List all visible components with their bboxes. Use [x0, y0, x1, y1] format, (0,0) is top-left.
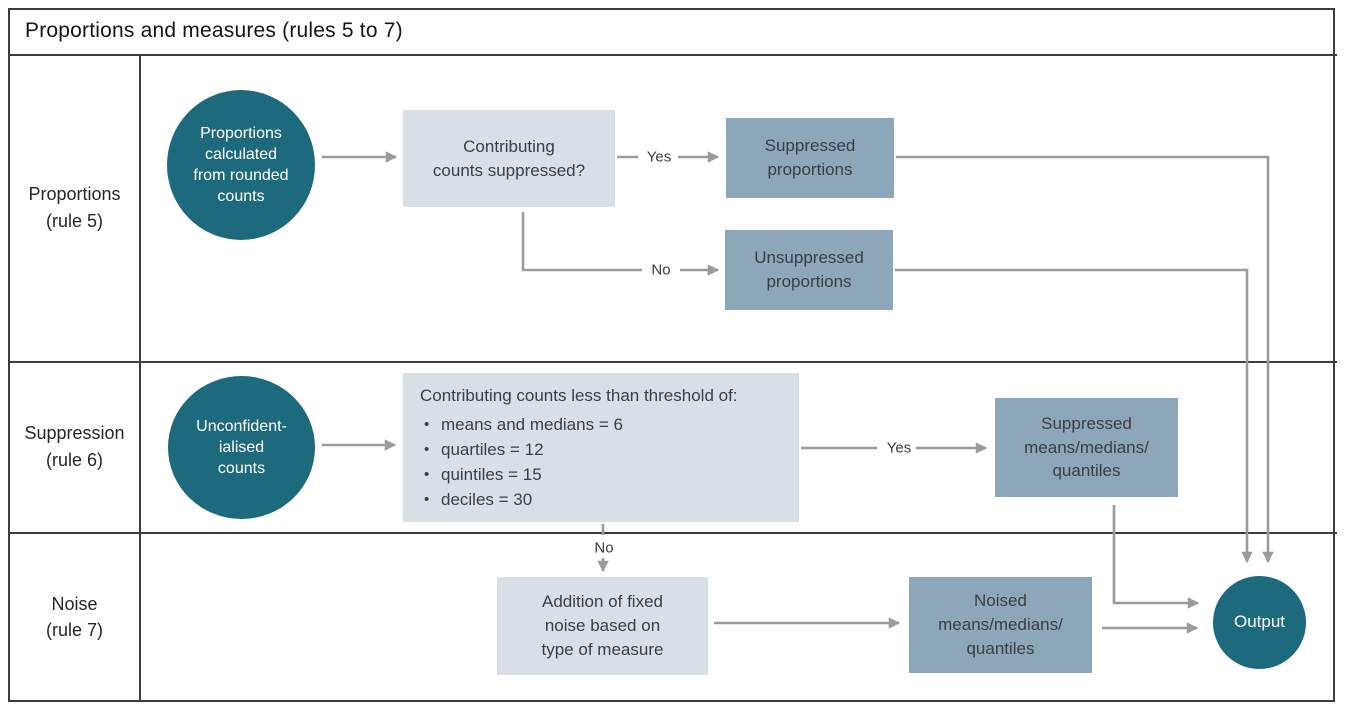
row-divider-line-2	[8, 532, 1337, 534]
node-contributing-counts-suppressed: Contributing counts suppressed?	[403, 110, 615, 207]
edge-label-yes-row1: Yes	[644, 148, 674, 166]
diagram-title: Proportions and measures (rules 5 to 7)	[25, 19, 403, 42]
node-output: Output	[1213, 576, 1306, 669]
node-suppressed-proportions: Suppressed proportions	[726, 118, 894, 198]
row-label-suppression: Suppression (rule 6)	[24, 423, 125, 470]
column-divider-line	[139, 54, 141, 702]
threshold-heading: Contributing counts less than threshold …	[420, 386, 738, 405]
node-noised-means-medians-quantiles: Noised means/medians/ quantiles	[909, 577, 1092, 673]
node-suppressed-means-medians-quantiles: Suppressed means/medians/ quantiles	[995, 398, 1178, 497]
edge-label-no-row2: No	[592, 539, 616, 557]
threshold-bullet: quintiles = 15	[420, 462, 785, 487]
row-divider-line-1	[8, 361, 1337, 363]
threshold-bullet: means and medians = 6	[420, 412, 785, 437]
threshold-bullet: quartiles = 12	[420, 437, 785, 462]
node-unconfidentialised-counts: Unconfident- ialised counts	[168, 376, 315, 519]
node-unsuppressed-proportions: Unsuppressed proportions	[725, 230, 893, 310]
row-label-noise: Noise (rule 7)	[45, 593, 103, 640]
node-addition-fixed-noise: Addition of fixed noise based on type of…	[497, 577, 708, 675]
threshold-bullet: deciles = 30	[420, 487, 785, 512]
title-divider-line	[8, 54, 1337, 56]
edge-label-no-row1: No	[649, 261, 673, 279]
outer-frame	[8, 8, 1335, 702]
threshold-bullet-list: means and medians = 6 quartiles = 12 qui…	[420, 412, 785, 512]
node-proportions-rounded-counts: Proportions calculated from rounded coun…	[167, 90, 315, 240]
row-label-proportions: Proportions (rule 5)	[28, 184, 121, 231]
node-threshold-box: Contributing counts less than threshold …	[403, 373, 799, 522]
edge-label-yes-row2: Yes	[884, 439, 914, 457]
